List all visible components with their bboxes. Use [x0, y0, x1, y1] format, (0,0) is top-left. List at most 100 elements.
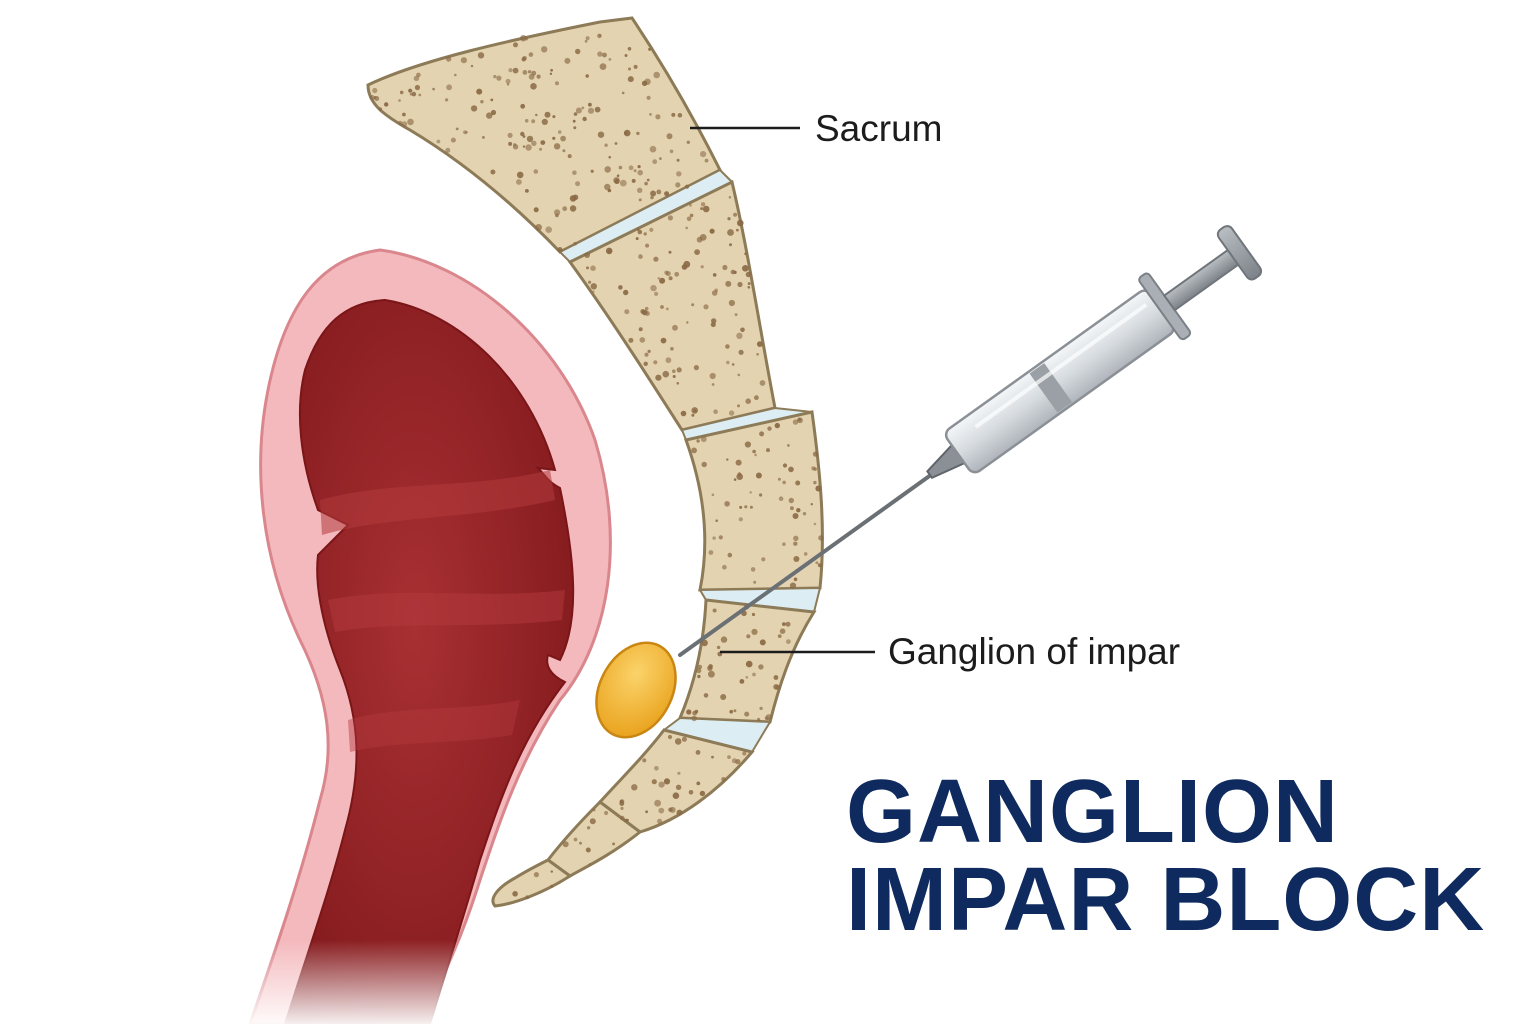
bone-pore: [782, 622, 786, 626]
bone-pore: [813, 522, 817, 526]
bone-pore: [672, 324, 678, 331]
bone-pore: [701, 461, 707, 468]
bone-pore: [476, 88, 483, 95]
bone-pore: [749, 491, 752, 494]
rectal-fold: [320, 470, 555, 535]
bone-pore: [696, 439, 700, 443]
bone-pore: [567, 154, 572, 159]
bone-pore: [597, 131, 605, 138]
bone-pore: [562, 206, 568, 212]
bone-pore: [710, 322, 716, 328]
bone-pore: [686, 216, 692, 222]
bone-pore: [445, 98, 449, 102]
bone-pore: [691, 447, 697, 454]
bone-pore: [750, 567, 756, 572]
bone-pore: [407, 118, 414, 126]
bone-pore: [659, 277, 666, 284]
bone-pore: [637, 169, 643, 176]
bone-pore: [788, 497, 794, 504]
bone-pore: [555, 213, 559, 218]
bone-pore: [602, 52, 607, 58]
bone-pore: [720, 694, 727, 700]
bone-pore: [721, 777, 726, 782]
bone-pore: [553, 143, 561, 150]
bone-pore: [726, 458, 729, 461]
bone-pore: [644, 352, 649, 357]
bone-pore: [512, 67, 519, 74]
bone-pore: [733, 709, 737, 713]
bone-pore: [486, 112, 493, 119]
bone-pore: [691, 413, 695, 417]
bone-pore: [790, 506, 794, 511]
coccyx-tip: [491, 858, 573, 908]
bone-pore: [735, 759, 741, 765]
bone-pore: [742, 751, 747, 756]
bone-pore: [398, 99, 401, 102]
bone-pore: [512, 891, 518, 897]
bone-pore: [744, 252, 748, 256]
bone-pore: [521, 57, 526, 62]
bone-pore: [653, 360, 658, 365]
bone-pore: [592, 808, 596, 812]
bone-pore: [480, 100, 484, 104]
ganglion-label: Ganglion of impar: [888, 631, 1180, 672]
bone-pore: [507, 132, 513, 138]
bone-pore: [614, 142, 618, 145]
bone-pore: [588, 102, 592, 107]
bone-pore: [541, 46, 548, 53]
bone-pore: [691, 303, 695, 307]
bone-pore: [372, 87, 378, 94]
bone-pore: [516, 179, 522, 185]
bone-pore: [531, 140, 537, 146]
bone-pore: [533, 169, 539, 174]
bone-pore: [505, 78, 511, 84]
bone-pore: [520, 35, 527, 42]
bone-pore: [401, 121, 408, 127]
needle: [678, 470, 937, 657]
bone-pore: [737, 281, 743, 288]
bone-pore: [597, 51, 603, 57]
bone-pore: [654, 799, 661, 807]
bone-pore: [623, 289, 629, 296]
bone-pore: [815, 485, 822, 492]
bone-pore: [812, 451, 819, 457]
bone-pore: [671, 112, 676, 117]
bone-pore: [454, 73, 457, 77]
bone-pore: [528, 52, 534, 57]
bone-pore: [676, 382, 680, 385]
bone-pore: [722, 264, 728, 271]
bone-pore: [618, 285, 623, 290]
bone-pore: [619, 179, 627, 187]
bone-pore: [490, 109, 497, 116]
bone-pore: [524, 119, 529, 123]
bone-pore: [739, 679, 745, 684]
bone-pore: [624, 54, 628, 57]
bone-pore: [508, 141, 513, 146]
bone-pore: [688, 790, 694, 795]
bone-pore: [733, 478, 737, 481]
bone-pore: [665, 307, 669, 311]
bone-pore: [676, 158, 680, 162]
bone-pore: [793, 556, 800, 562]
bone-pore: [725, 280, 732, 287]
bone-pore: [686, 709, 692, 715]
bone-pore: [656, 189, 662, 195]
bone-pore: [586, 266, 589, 270]
bone-pore: [740, 327, 745, 333]
bone-pore: [729, 709, 733, 714]
bone-pore: [637, 229, 643, 235]
bone-pore: [550, 870, 553, 873]
bone-pore: [669, 149, 674, 154]
bone-pore: [685, 226, 688, 230]
bone-pore: [767, 426, 772, 431]
bone-pore: [411, 91, 417, 97]
bone-pore: [691, 407, 698, 414]
bone-pore: [588, 280, 592, 284]
bone-pore: [779, 628, 786, 634]
bone-pore: [670, 347, 674, 351]
bone-pore: [649, 145, 657, 153]
syringe-barrel: [944, 289, 1175, 474]
bone-pore: [455, 127, 459, 131]
bone-pore: [778, 496, 784, 502]
bone-pore: [700, 265, 704, 269]
